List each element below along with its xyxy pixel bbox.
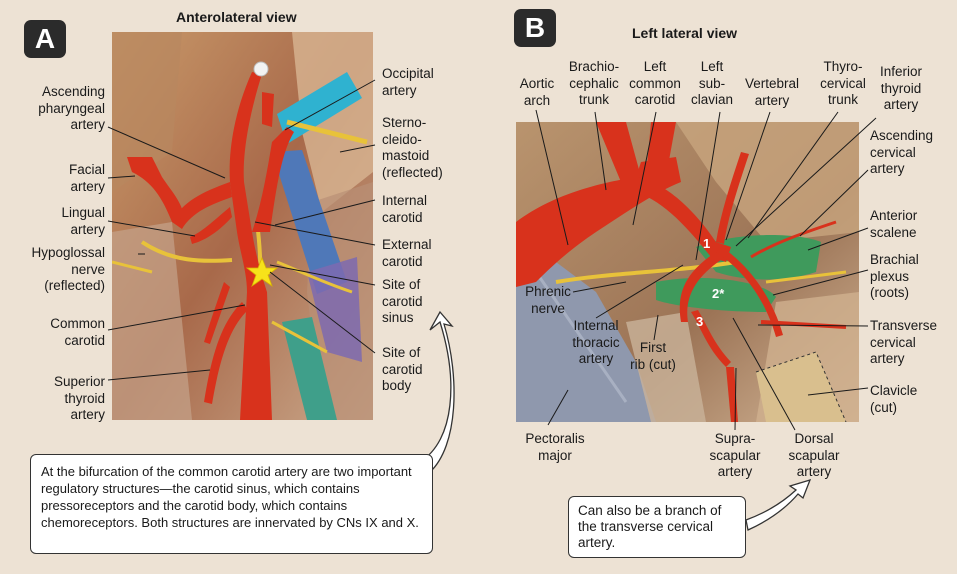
label-brachial-plexus: Brachial plexus (roots) — [870, 252, 919, 300]
label-thyrocervical-trunk: Thyro- cervical trunk — [820, 59, 866, 107]
panel-a-title: Anterolateral view — [176, 9, 297, 25]
panel-a-badge: A — [24, 20, 66, 58]
label-common-carotid: Common carotid — [50, 316, 105, 348]
label-site-of-carotid-sinus: Site of carotid sinus — [382, 277, 423, 325]
label-inferior-thyroid-artery: Inferior thyroid artery — [879, 64, 923, 112]
label-anterior-scalene: Anterior scalene — [870, 208, 918, 240]
label-hypoglossal-nerve: Hypoglossal nerve (reflected) — [31, 245, 105, 293]
label-internal-thoracic-artery: Internal thoracic artery — [572, 318, 620, 366]
label-ascending-cervical-artery: Ascending cervical artery — [870, 128, 934, 176]
label-pectoralis-major: Pectoralis major — [525, 431, 585, 463]
label-facial-artery: Facial artery — [68, 162, 105, 194]
label-transverse-cervical-artery: Transverse cervical artery — [870, 318, 938, 366]
dorsal-scapular-note: Can also be a branch of the transverse c… — [568, 496, 746, 558]
label-vertebral-artery: Vertebral artery — [744, 76, 800, 108]
label-clavicle: Clavicle (cut) — [870, 383, 918, 415]
marker-3: 3 — [696, 314, 703, 329]
marker-2: 2* — [712, 286, 725, 301]
panel-b-badge: B — [514, 9, 556, 47]
carotid-bifurcation-note: At the bifurcation of the common carotid… — [30, 454, 433, 554]
label-dorsal-scapular-artery: Dorsal scapular artery — [788, 431, 840, 479]
panel-b-title: Left lateral view — [632, 25, 738, 41]
anterolateral-dissection-image — [112, 32, 373, 420]
label-first-rib: First rib (cut) — [630, 340, 676, 372]
label-superior-thyroid-artery: Superior thyroid artery — [53, 374, 105, 422]
label-ascending-pharyngeal-artery: Ascending pharyngeal artery — [38, 84, 105, 132]
label-site-of-carotid-body: Site of carotid body — [382, 345, 423, 393]
label-suprascapular-artery: Supra- scapular artery — [709, 431, 761, 479]
label-sternocleidomastoid: Sterno- cleido- mastoid (reflected) — [382, 115, 443, 180]
label-external-carotid: External carotid — [382, 237, 432, 269]
label-aortic-arch: Aortic arch — [519, 76, 555, 108]
left-lateral-dissection-image: 1 2* 3 — [516, 122, 859, 422]
label-left-common-carotid: Left common carotid — [629, 59, 681, 107]
label-phrenic-nerve: Phrenic nerve — [525, 284, 571, 316]
marker-1: 1 — [703, 236, 710, 251]
panel-a: A Anterolateral view — [0, 0, 478, 574]
label-left-subclavian: Left sub- clavian — [690, 59, 734, 107]
panel-b: B Left lateral view — [478, 0, 957, 574]
label-brachiocephalic-trunk: Brachio- cephalic trunk — [568, 59, 620, 107]
label-lingual-artery: Lingual artery — [61, 205, 105, 237]
label-internal-carotid: Internal carotid — [382, 193, 428, 225]
label-occipital-artery: Occipital artery — [382, 66, 434, 98]
